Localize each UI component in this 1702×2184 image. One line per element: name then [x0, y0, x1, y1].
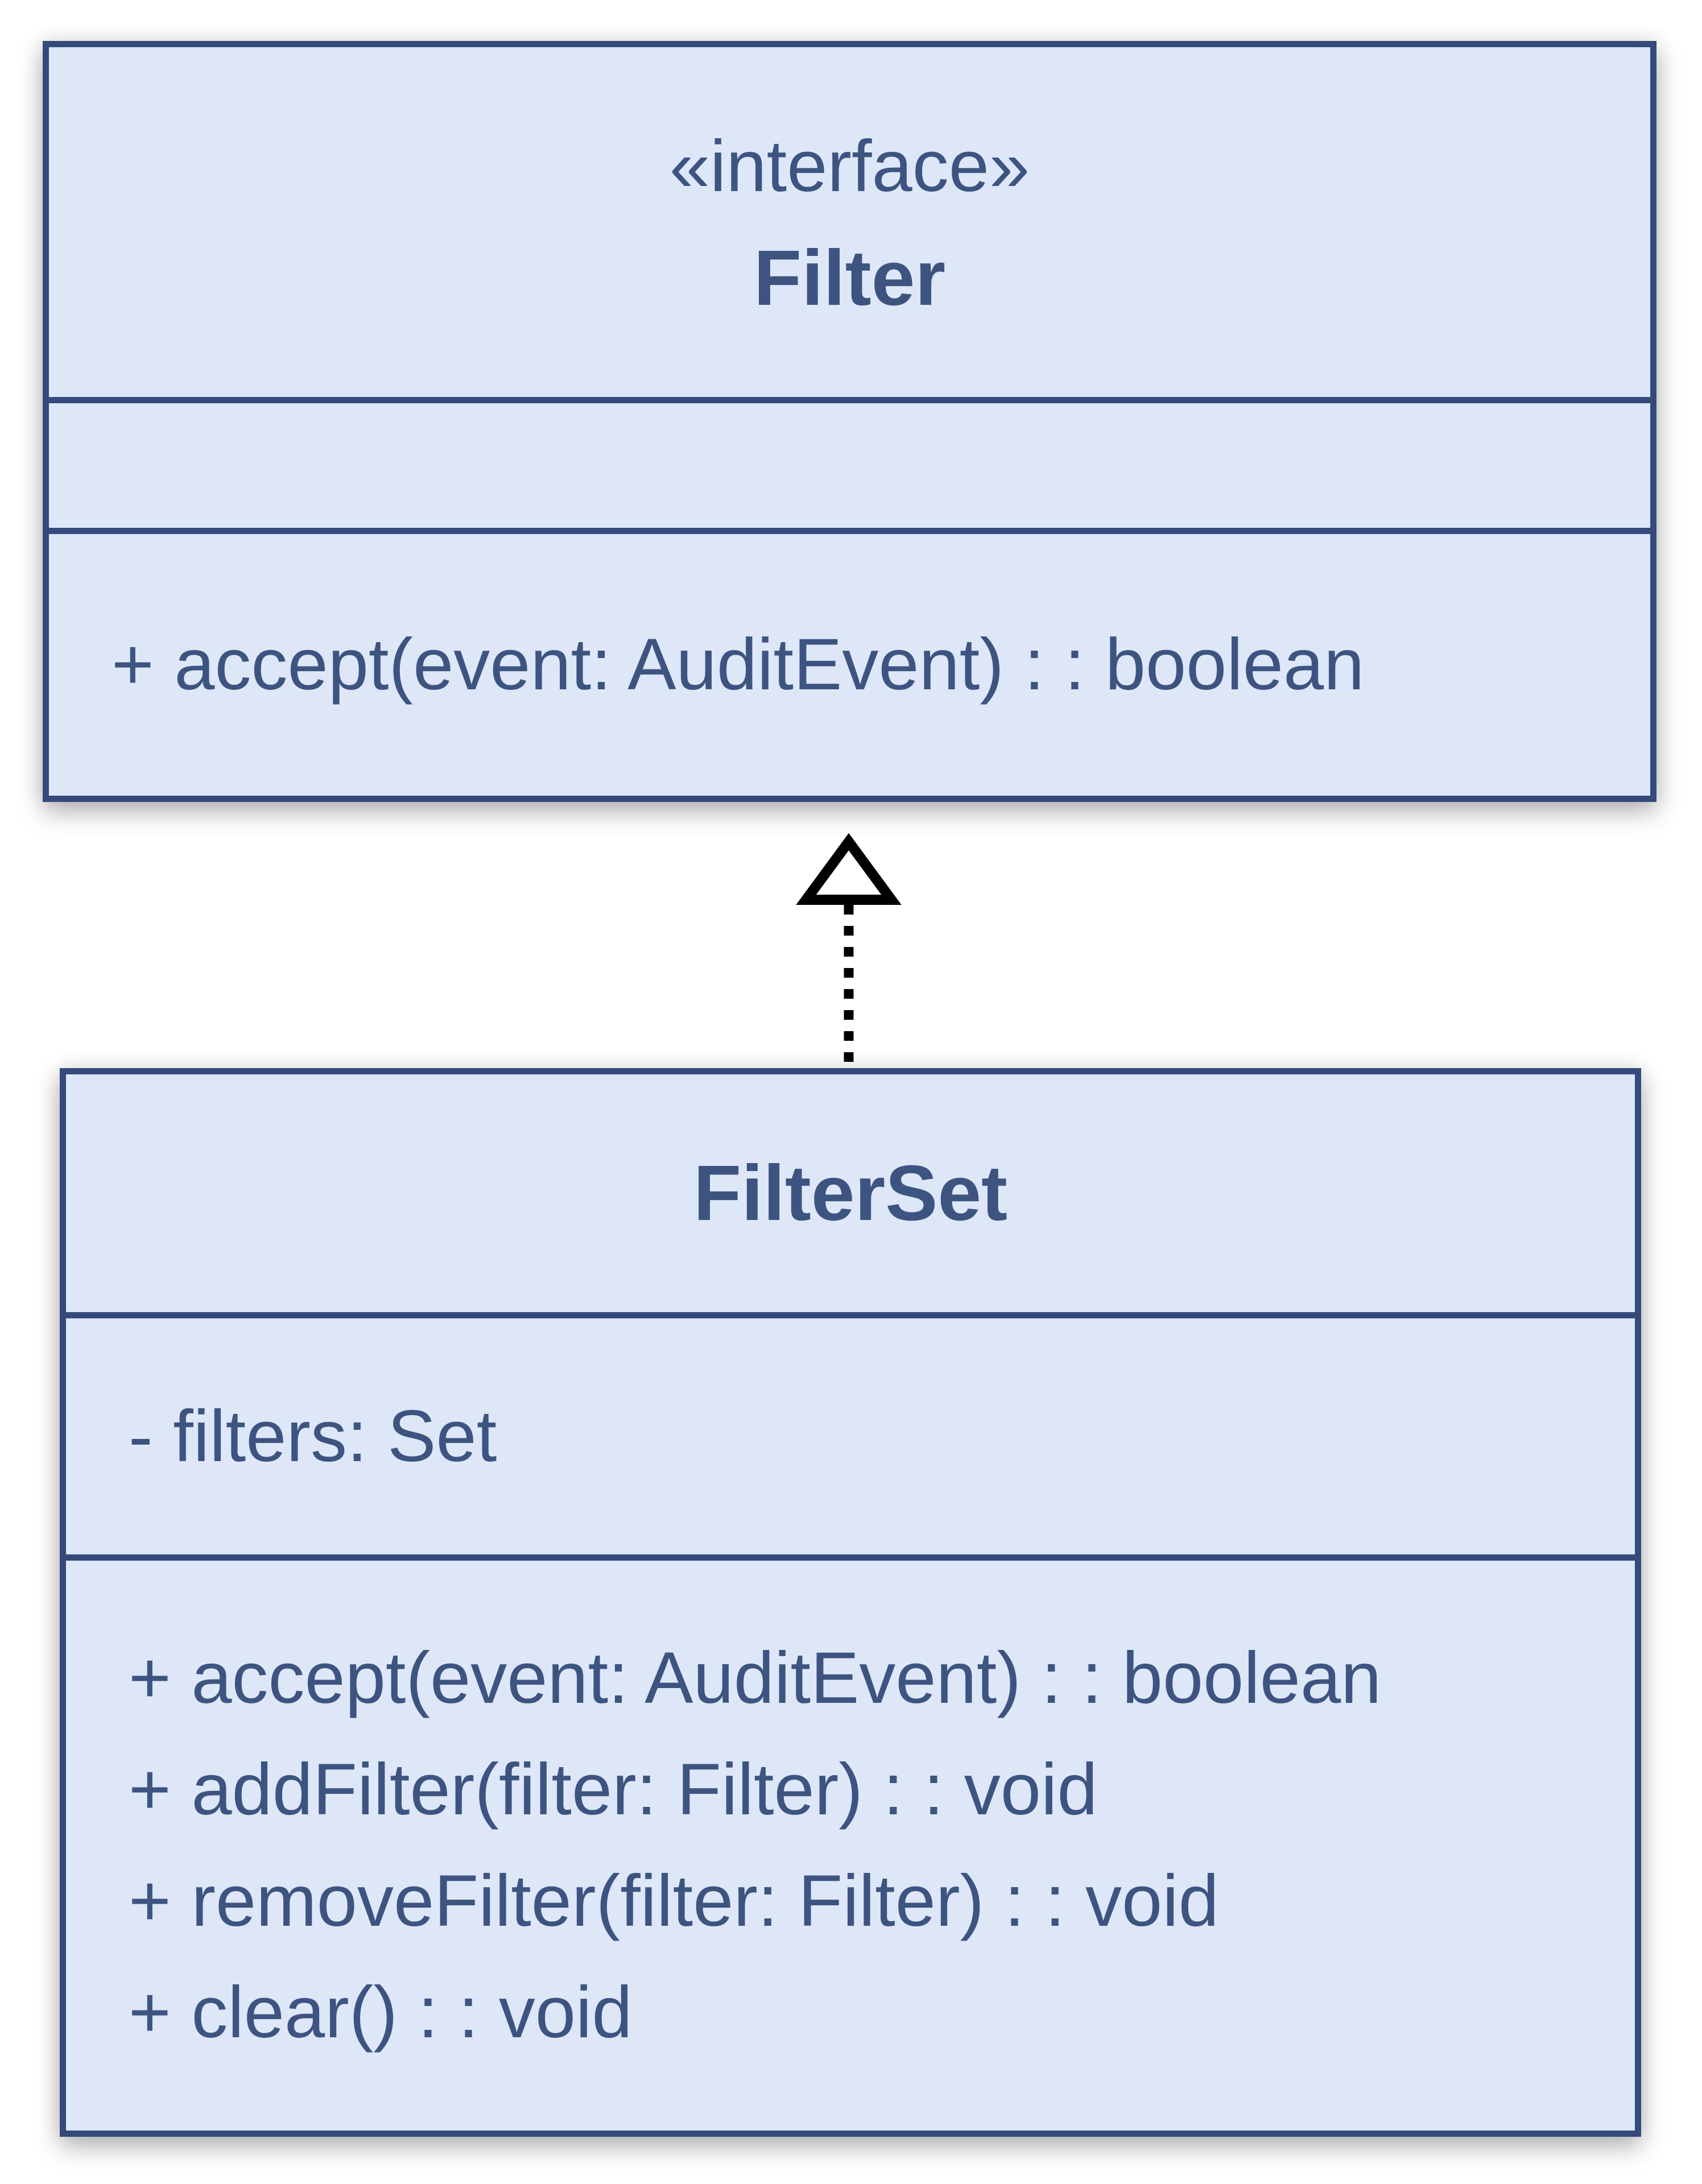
- interface-stereotype-label: «interface»: [669, 125, 1030, 207]
- class-method-accept: + accept(event: AuditEvent) : : boolean: [129, 1637, 1382, 1719]
- uml-class-box-filterset: FilterSet - filters: Set + accept(event:…: [60, 1068, 1641, 2137]
- interface-methods-compartment: + accept(event: AuditEvent) : : boolean: [49, 528, 1650, 796]
- class-name-label: FilterSet: [693, 1149, 1008, 1237]
- interface-name-label: Filter: [753, 234, 946, 322]
- class-method-addfilter: + addFilter(filter: Filter) : : void: [129, 1749, 1098, 1830]
- class-method-removefilter: + removeFilter(filter: Filter) : : void: [129, 1860, 1219, 1942]
- uml-interface-box-filter: «interface» Filter + accept(event: Audit…: [43, 41, 1656, 802]
- realization-arrow-icon: [796, 833, 902, 1068]
- hollow-triangle-arrowhead-icon: [796, 833, 902, 905]
- class-header-compartment: FilterSet: [66, 1074, 1635, 1312]
- class-attribute-filters: - filters: Set: [129, 1395, 497, 1477]
- class-attributes-compartment: - filters: Set: [66, 1312, 1635, 1554]
- interface-header-compartment: «interface» Filter: [49, 47, 1650, 397]
- interface-attributes-compartment-empty: [49, 397, 1650, 528]
- interface-method-accept: + accept(event: AuditEvent) : : boolean: [111, 624, 1365, 705]
- class-method-clear: + clear() : : void: [129, 1972, 633, 2053]
- class-methods-compartment: + accept(event: AuditEvent) : : boolean …: [66, 1554, 1635, 2131]
